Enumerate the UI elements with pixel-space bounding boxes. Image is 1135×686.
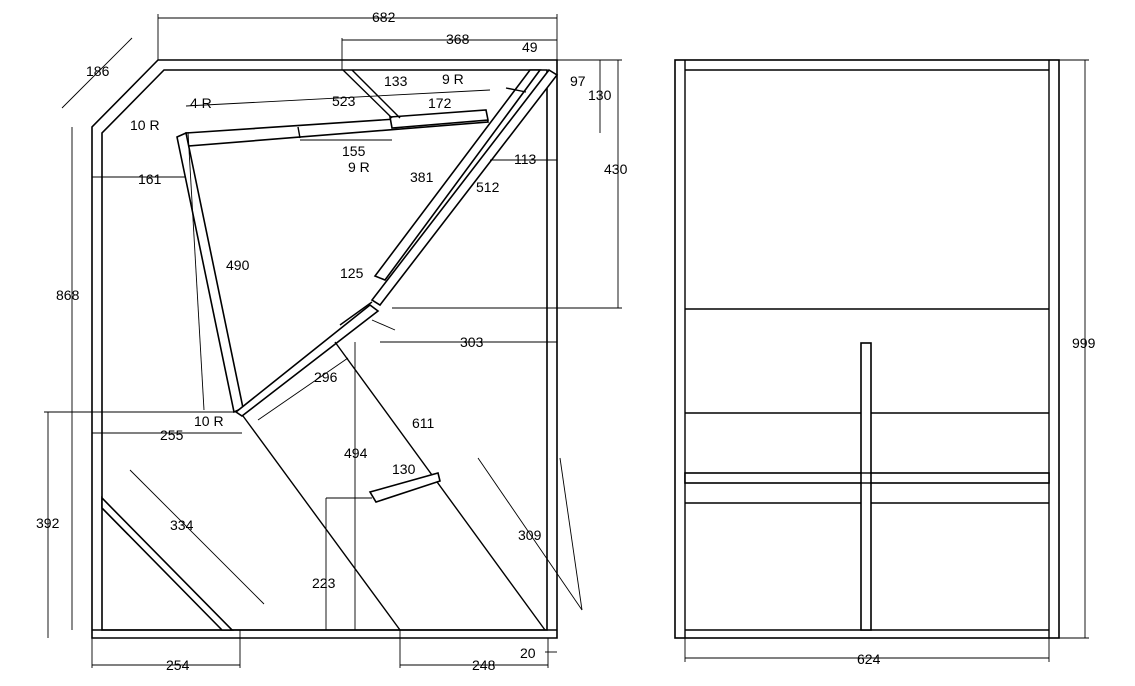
horn-wall-right [334,341,546,631]
front-center-divider [860,342,872,631]
top-inner-slope [342,69,393,119]
dim-296-line [257,357,349,421]
lower-port [368,472,441,503]
dim-186: 186 [86,63,110,79]
dim-113: 113 [514,151,537,167]
dim-368: 368 [446,31,470,47]
dim-309: 309 [518,527,542,543]
dim-10r-bottom: 10 R [194,413,224,429]
upper-baffle-joint [297,126,301,139]
dim-20: 20 [520,645,536,661]
dim-155: 155 [342,143,366,159]
horn-wall-left [242,415,401,631]
side-view-labels: 682 186 368 49 133 9 R 97 130 4 R 523 17… [36,9,628,673]
dim-494: 494 [344,445,368,461]
side-view [91,59,559,639]
dim-161: 161 [138,171,162,187]
dim-97: 97 [570,73,586,89]
joint-a [339,301,373,326]
dim-303: 303 [460,334,484,350]
dim-254: 254 [166,657,190,673]
dim-381: 381 [410,169,434,185]
dim-248: 248 [472,657,496,673]
bottom-left-brace [101,496,234,631]
dim-611: 611 [412,415,435,431]
dim-523-line [185,89,491,107]
dim-9r-mid: 9 R [348,159,370,175]
front-view [674,59,1060,639]
dim-9r-top: 9 R [442,71,464,87]
dim-130-port: 130 [392,461,416,477]
dim-334: 334 [170,517,194,533]
dim-186-line [61,37,133,109]
dim-172: 172 [428,95,452,111]
dim-133: 133 [384,73,408,89]
dim-512: 512 [476,179,500,195]
dim-523: 523 [332,93,356,109]
dim-223: 223 [312,575,336,591]
dim-392: 392 [36,515,60,531]
diagonal-panel-outer [373,69,542,281]
dim-430: 430 [604,161,628,177]
dim-4r: 4 R [190,95,212,111]
dim-10r-top: 10 R [130,117,160,133]
dim-490-line [187,131,205,411]
dim-682: 682 [372,9,396,25]
lower-diagonal-panel [234,303,380,417]
dim-309-line [559,457,583,611]
dim-296: 296 [314,369,338,385]
dim-999: 999 [1072,335,1096,351]
upper-port [389,109,489,129]
side-view-dimensions [44,14,622,668]
diagonal-panel-inner [370,68,559,307]
dim-130-height: 130 [588,87,612,103]
dim-125: 125 [340,265,364,281]
dim-490: 490 [226,257,250,273]
dim-624: 624 [857,651,881,667]
front-view-dimensions: 999 624 [684,59,1096,667]
dim-49: 49 [522,39,538,55]
top-inner-slope-2 [351,69,401,119]
diagonal-tick [505,87,527,93]
dim-334-line [129,469,265,605]
dim-868: 868 [56,287,80,303]
dim-255: 255 [160,427,184,443]
